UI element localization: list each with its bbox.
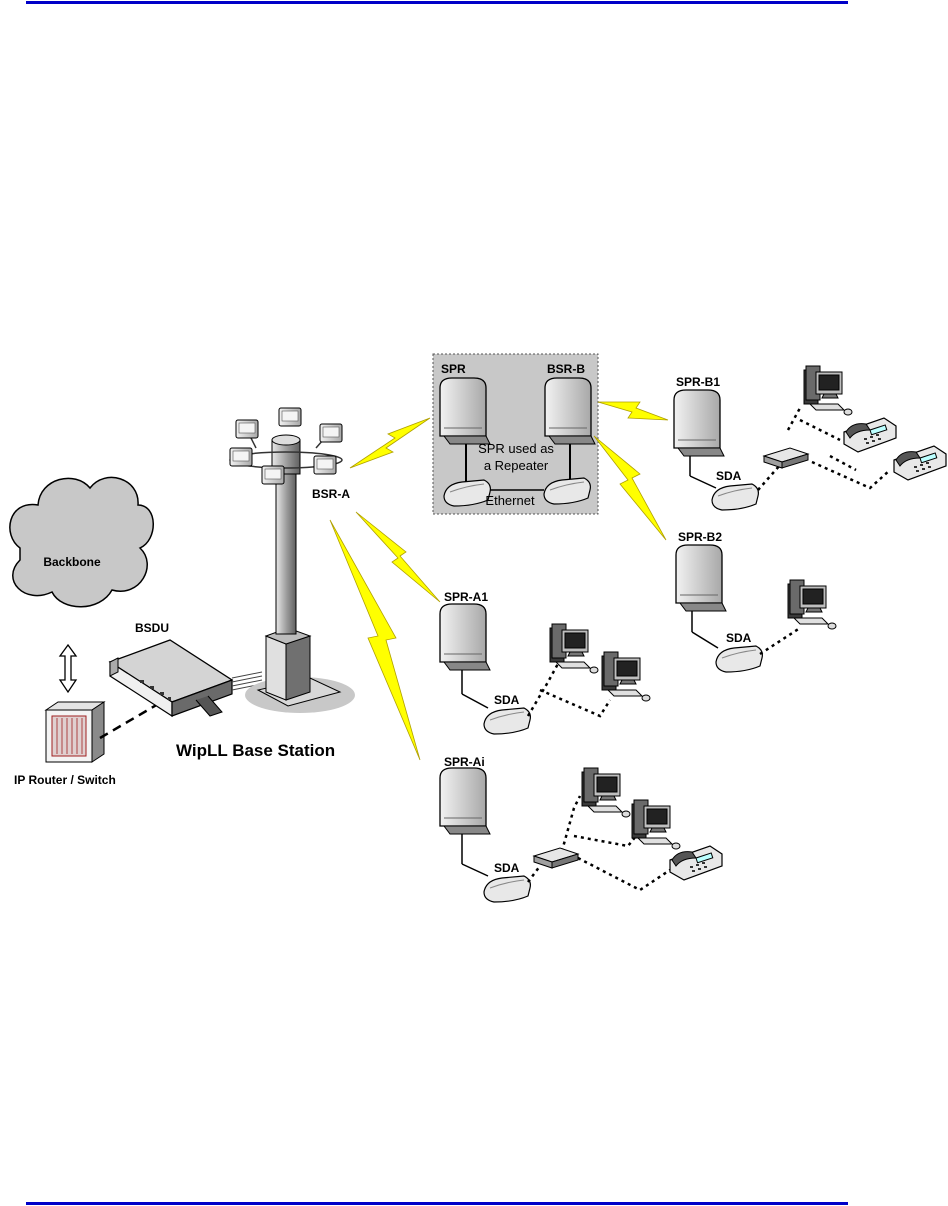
b2-pc — [788, 580, 836, 629]
tower-antenna-panel — [320, 424, 342, 442]
link-bsr-a-spr-ai — [330, 520, 420, 760]
ai-hub — [534, 848, 578, 868]
bsr-b-label: BSR-B — [547, 362, 585, 376]
b1-hub — [764, 448, 808, 468]
tower-antenna-panel — [279, 408, 301, 426]
sda-b1-unit — [712, 484, 758, 510]
bsr-b-unit — [545, 378, 595, 444]
bsr-a-label: BSR-A — [312, 487, 350, 501]
bsdu-label: BSDU — [135, 621, 169, 635]
bsdu-unit — [110, 640, 232, 716]
link-bsr-b-spr-b2 — [594, 436, 666, 540]
repeater-label-line1: SPR used as — [478, 441, 554, 456]
sda-b2-unit — [716, 646, 762, 672]
backbone-label: Backbone — [43, 555, 101, 569]
spr-ai-unit — [440, 768, 490, 834]
spr-b2-unit — [676, 545, 726, 611]
link-bsr-a-spr — [350, 418, 430, 468]
spr-unit — [440, 378, 490, 444]
spr-b2-label: SPR-B2 — [678, 530, 722, 544]
router-label: IP Router / Switch — [14, 773, 116, 787]
sda-ai-label: SDA — [494, 861, 520, 875]
sda-b1-label: SDA — [716, 469, 742, 483]
spr-b1-label: SPR-B1 — [676, 375, 720, 389]
a1-pc-2 — [602, 652, 650, 701]
sda-ai-unit — [484, 876, 530, 902]
repeater-label-line2: a Repeater — [484, 458, 549, 473]
b1-phone — [844, 418, 896, 452]
base-station-label: WipLL Base Station — [176, 741, 335, 760]
link-bsr-b-spr-b1 — [598, 402, 668, 420]
spr-b1-unit — [674, 390, 724, 456]
b2-lan-link — [760, 628, 800, 654]
tower-antenna-panel — [314, 456, 336, 474]
base-station-tower — [230, 432, 355, 713]
ai-pc — [582, 768, 630, 817]
spr-label: SPR — [441, 362, 466, 376]
b1-phone-2 — [894, 446, 946, 480]
b1-pc — [804, 366, 852, 415]
tower-antenna-panel — [230, 448, 252, 466]
ai-phone — [670, 846, 722, 880]
sda-a1-unit — [484, 708, 530, 734]
tower-antenna-panel — [236, 420, 258, 438]
router-switch — [46, 702, 104, 762]
sda-b2-label: SDA — [726, 631, 752, 645]
spr-a1-label: SPR-A1 — [444, 590, 488, 604]
b1-lan-links — [758, 408, 890, 490]
ethernet-label: Ethernet — [485, 493, 535, 508]
backbone-cloud: Backbone — [10, 477, 153, 606]
double-arrow-icon — [60, 645, 76, 692]
tower-antenna-panel — [262, 466, 284, 484]
sda-a1-label: SDA — [494, 693, 520, 707]
spr-a1-unit — [440, 604, 490, 670]
spr-ai-label: SPR-Ai — [444, 755, 485, 769]
ai-pc-2 — [632, 800, 680, 849]
